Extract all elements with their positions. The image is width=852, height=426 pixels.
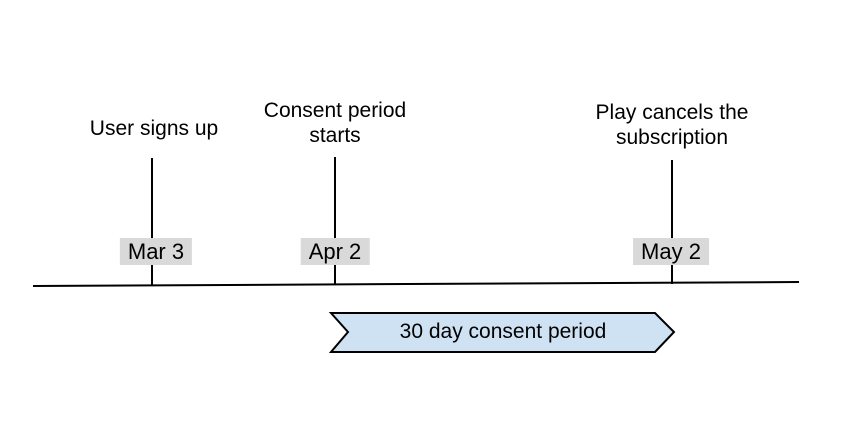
event-label-consent-period-starts: Consent period starts	[263, 99, 407, 147]
consent-period-arrow	[328, 312, 676, 353]
timeline-axis-line	[32, 281, 800, 287]
event-date-chip-mar-3: Mar 3	[119, 238, 193, 265]
event-label-user-signs-up: User signs up	[89, 117, 219, 140]
event-date-chip-apr-2: Apr 2	[300, 238, 370, 265]
consent-period-arrow-label: 30 day consent period	[399, 320, 607, 343]
event-label-play-cancels-subscription: Play cancels the subscription	[595, 101, 749, 149]
event-date-chip-may-2: May 2	[633, 238, 709, 265]
